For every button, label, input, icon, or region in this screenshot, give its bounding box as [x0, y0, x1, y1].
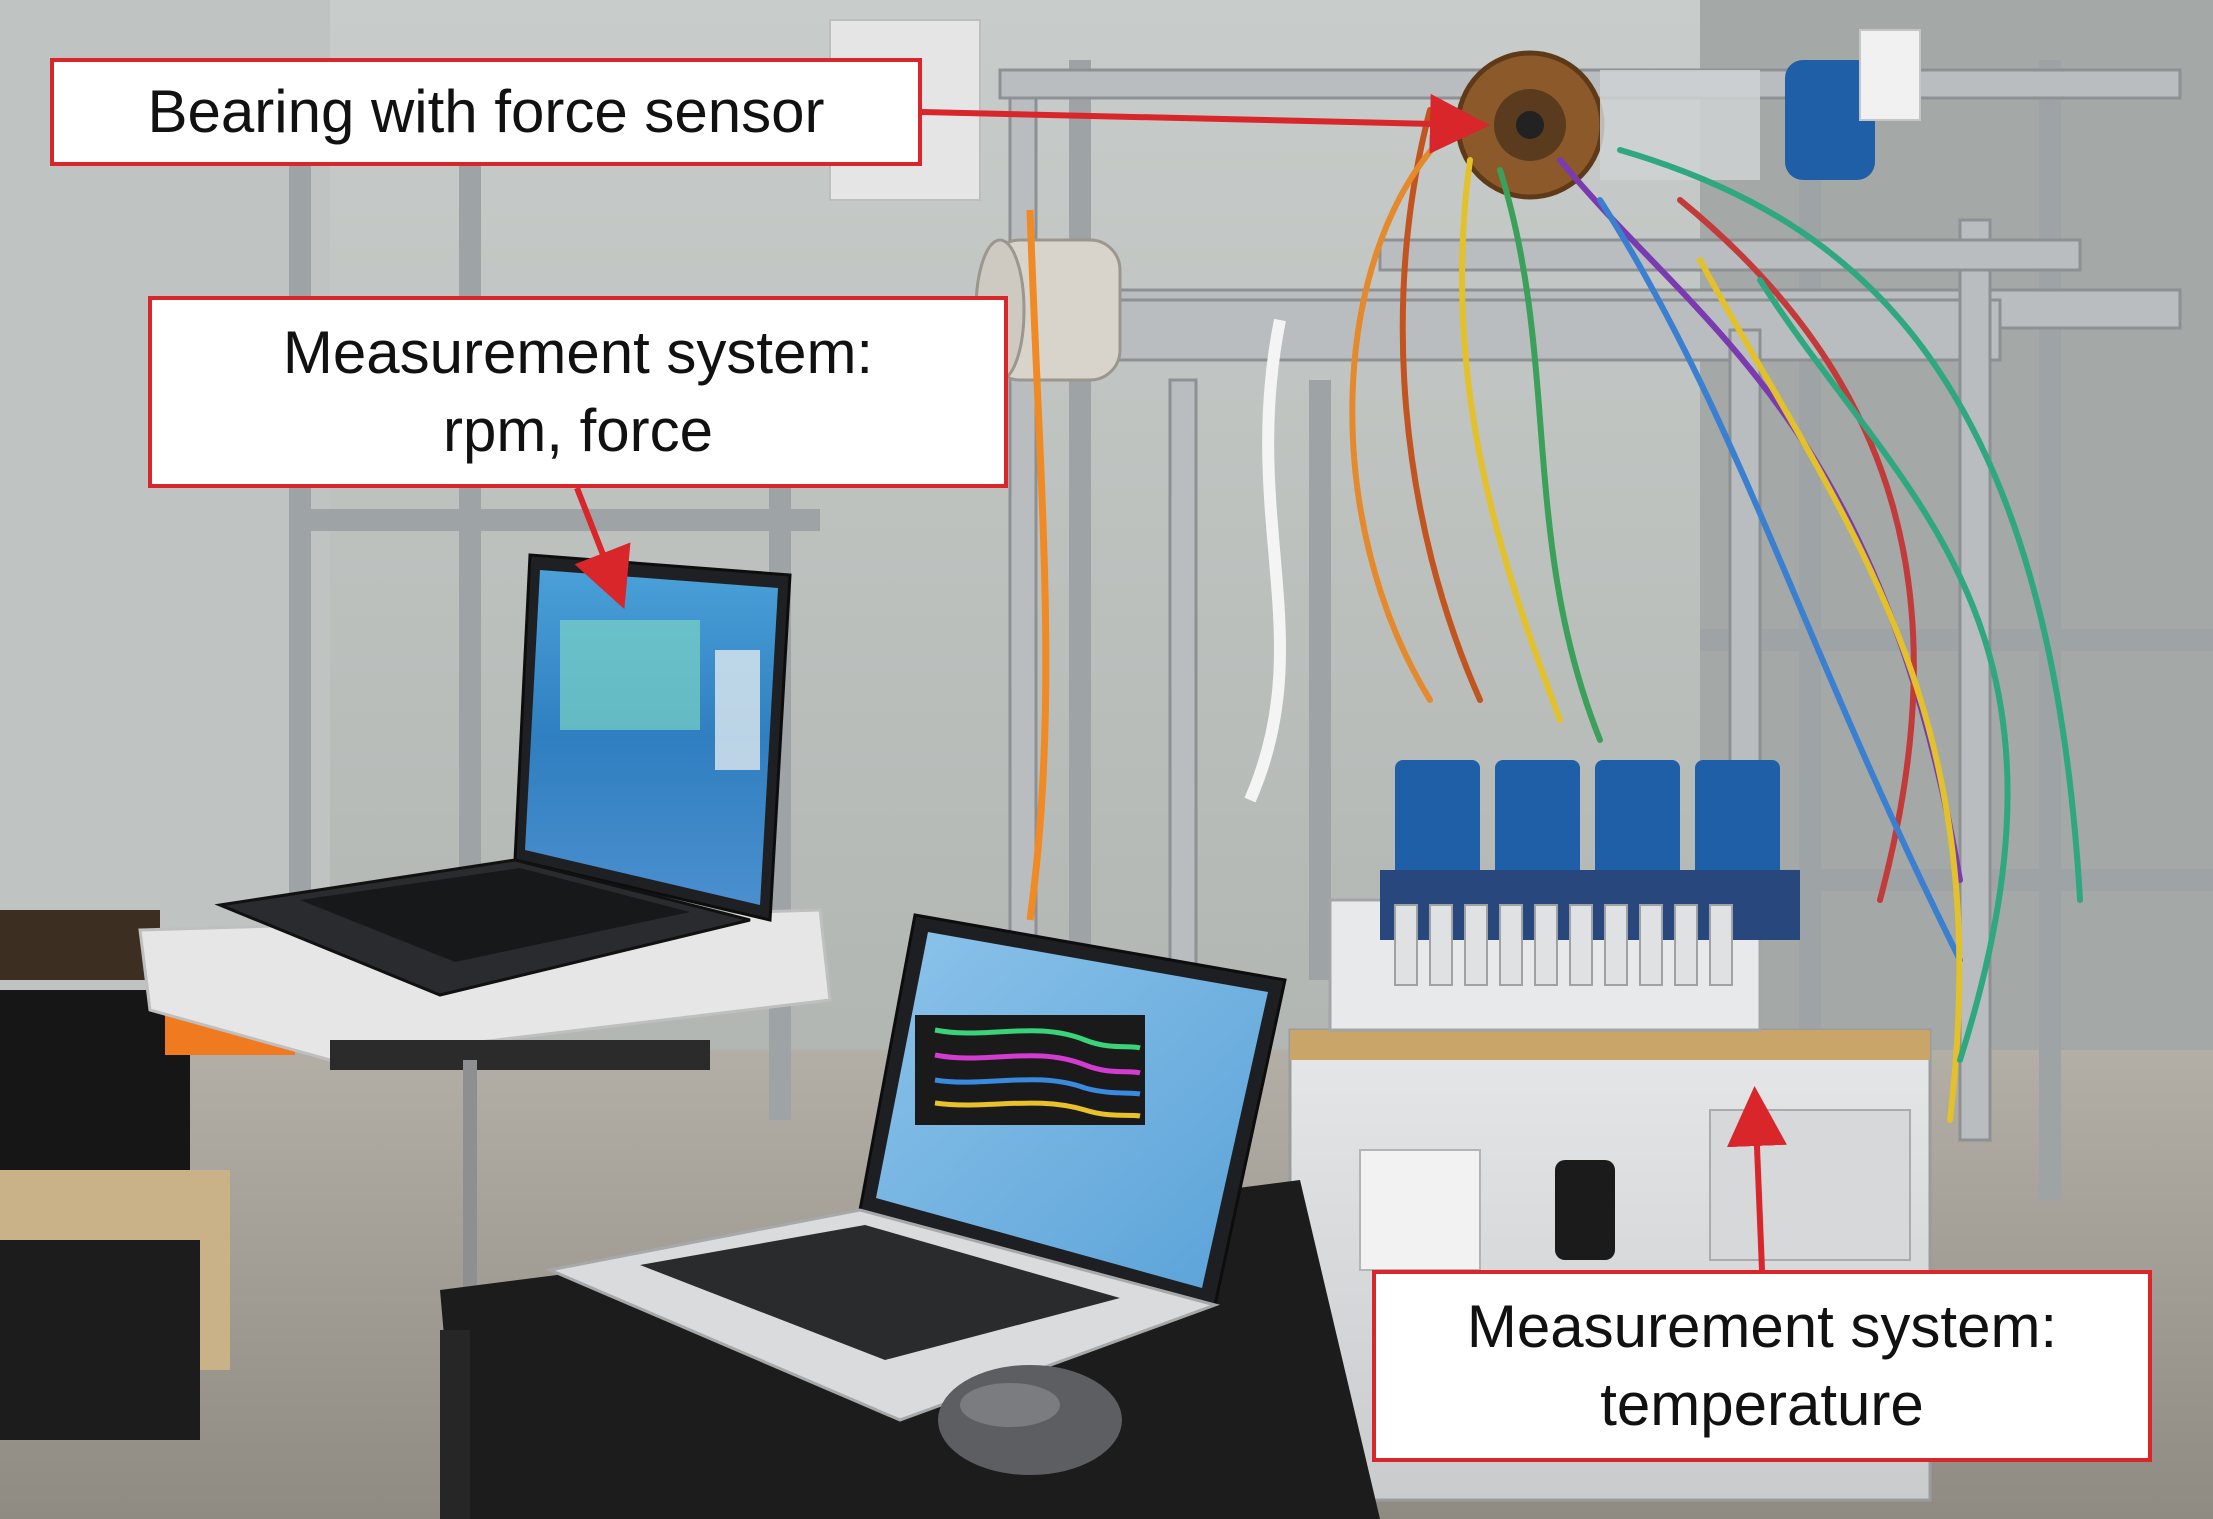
cable-bundle	[1349, 107, 2083, 1123]
white-cable	[1244, 318, 1286, 803]
callout-rpm-line-1: Measurement system:	[282, 319, 874, 386]
rig-label	[1859, 29, 1921, 121]
callout-measurement-rpm-force: Measurement system: rpm, force	[148, 296, 1008, 488]
orange-cable	[1026, 209, 1050, 921]
blue-input-modules	[1328, 760, 1800, 1032]
computer-mouse	[938, 1365, 1122, 1475]
callout-measurement-temperature: Measurement system: temperature	[1372, 1270, 2152, 1462]
callout-bearing-line-1: Bearing with force sensor	[147, 78, 825, 145]
callout-rpm-line-2: rpm, force	[442, 397, 714, 464]
callout-temp-line-2: temperature	[1600, 1371, 1924, 1438]
callout-bearing-force-sensor: Bearing with force sensor	[50, 58, 922, 166]
upper-laptop	[214, 553, 792, 997]
callout-temp-line-1: Measurement system:	[1466, 1293, 2058, 1360]
lower-laptop	[544, 913, 1287, 1422]
rig-frame	[998, 68, 2182, 1152]
bearing-assembly	[1455, 50, 1875, 200]
